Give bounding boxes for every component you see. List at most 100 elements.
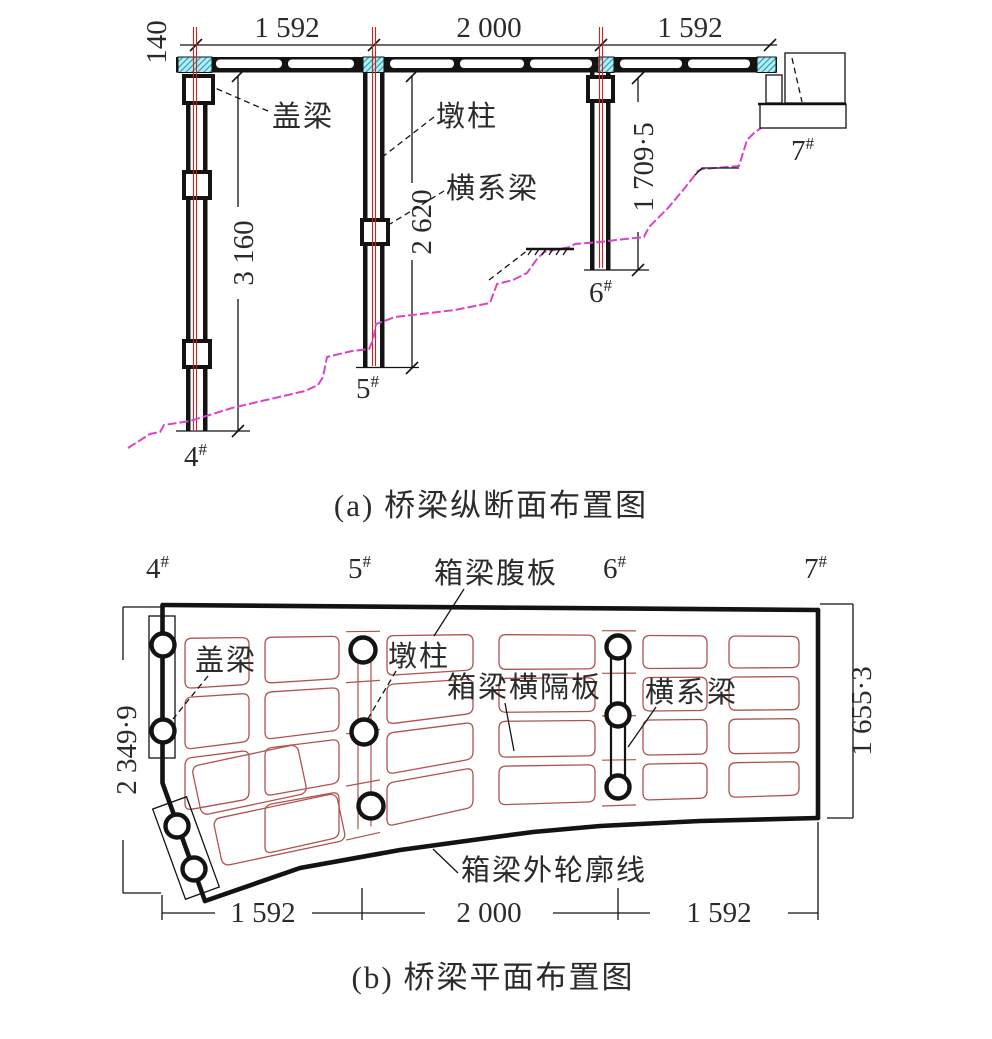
pier-column-label: 墩柱 [436, 100, 498, 133]
cap-beam-shape [182, 74, 215, 105]
pier-column-circle [149, 717, 177, 745]
bearing-pad [597, 56, 615, 73]
tie-beam-label: 横系梁 [645, 676, 738, 709]
box-girder-cell [642, 634, 708, 670]
dim-height-pier5: 2 620 [406, 189, 438, 254]
abutment-footing [759, 103, 847, 129]
pier-6-elevation [584, 72, 649, 271]
box-girder-cell [192, 744, 307, 815]
outline-bottom-edge [202, 815, 821, 904]
web-line [345, 779, 381, 787]
box-girder-cell [264, 635, 340, 684]
cap-beam-plan [148, 615, 176, 759]
dim-tick [367, 38, 381, 52]
pier-5-mark: 5# [356, 372, 380, 405]
rock-hatch [527, 248, 568, 256]
box-girder-cell [264, 792, 340, 854]
dim-span2: 2 000 [456, 897, 521, 929]
web-line [601, 804, 637, 807]
deck-void [620, 59, 682, 68]
ground-magenta-line [127, 127, 762, 449]
dim-span3: 1 592 [657, 12, 722, 44]
ground-line [127, 127, 762, 449]
pier-5-mark: 5# [348, 552, 372, 585]
elevation-pier-marks: 4# 5# 6# 7# [184, 134, 815, 473]
tie-beam-shape [586, 75, 615, 103]
deck-void [288, 59, 354, 68]
pier-centerlines [192, 27, 604, 430]
elevation-labels: 盖梁 墩柱 横系梁 [214, 87, 537, 225]
web-line [601, 759, 637, 761]
plan-right-dimension: 1 655·3 [820, 603, 878, 819]
ground-step-leader [488, 249, 529, 281]
plan-bottom-dimension: 1 592 2 000 1 592 [161, 822, 819, 929]
elevation-deck [176, 56, 777, 73]
deck-void [460, 59, 524, 68]
box-girder-cell [386, 678, 474, 725]
pier-4-mark: 4# [184, 440, 208, 473]
dim-span3: 1 592 [686, 897, 751, 929]
pier-column-circle [604, 701, 632, 729]
abutment-hidden-line [791, 57, 803, 103]
elevation-top-dimension: 140 1 592 2 000 1 592 [141, 12, 777, 64]
pier-4-mark: 4# [146, 552, 170, 585]
elevation-height-dimensions: 3 160 2 620 1 709·5 [228, 69, 660, 438]
deck-void [530, 59, 592, 68]
web-line [345, 679, 381, 684]
dim-span2: 2 000 [456, 12, 521, 44]
box-girder-cell [386, 768, 474, 826]
box-girder-cell [184, 693, 250, 750]
diaphragm-leader [504, 702, 515, 752]
web-leader [433, 588, 465, 637]
deck-void [688, 59, 750, 68]
caption-a: (a) 桥梁纵断面布置图 [334, 488, 648, 523]
box-girder-cell [642, 718, 708, 756]
box-girder-cell [386, 634, 474, 676]
pier-4-plan [148, 615, 221, 901]
dim-140: 140 [141, 20, 173, 64]
abutment-block [784, 52, 846, 104]
dim-tick [763, 38, 777, 52]
box-girder-cell [264, 687, 340, 740]
caption-b: (b) 桥梁平面布置图 [352, 960, 635, 995]
box-girder-grid-skewed [192, 744, 346, 866]
dim-height-pier6: 1 709·5 [628, 122, 660, 211]
plan-pier-marks: 4# 5# 6# 7# [146, 552, 828, 585]
cap-beam-plan [151, 795, 221, 901]
pier-column-leader [380, 116, 435, 159]
deck-void [390, 59, 454, 68]
plan-view: 箱梁腹板 盖梁 墩柱 箱梁横隔板 横系梁 箱梁外轮廓线 4# 5# 6# 7# … [111, 552, 878, 995]
pier-column-circle [163, 812, 191, 840]
box-girder-cell [642, 676, 708, 712]
box-girder-cell [642, 762, 708, 801]
bearing-pad [177, 56, 213, 73]
web-line [345, 831, 381, 841]
pier-column-circle [356, 791, 386, 821]
pier-6-mark: 6# [603, 552, 627, 585]
box-girder-cell [498, 634, 596, 670]
box-girder-cell [386, 722, 474, 774]
box-girder-cell [728, 675, 800, 711]
pier-6-plan [604, 633, 632, 801]
cap-beam-label: 盖梁 [272, 100, 334, 133]
outline-top-edge [160, 602, 821, 613]
box-girder-cell [184, 750, 250, 811]
cap-beam-label: 盖梁 [195, 644, 257, 677]
pier-column-circle [149, 631, 177, 659]
diaphragm-label: 箱梁横隔板 [447, 671, 602, 704]
plan-left-dimension: 2 349·9 [111, 606, 161, 894]
pier-6-mark: 6# [589, 276, 613, 309]
dim-span1: 1 592 [230, 897, 295, 929]
outline-leader [432, 848, 459, 874]
pier-column-circle [604, 773, 632, 801]
abutment-stem [765, 74, 783, 104]
box-girder-cell [728, 718, 800, 755]
pier-column-label: 墩柱 [388, 640, 450, 673]
box-girder-cell [728, 635, 800, 669]
abutment-7-elevation [758, 52, 847, 129]
box-girder-cell [498, 677, 596, 713]
box-girder-cell [213, 793, 346, 866]
pier-7-mark: 7# [791, 134, 815, 167]
